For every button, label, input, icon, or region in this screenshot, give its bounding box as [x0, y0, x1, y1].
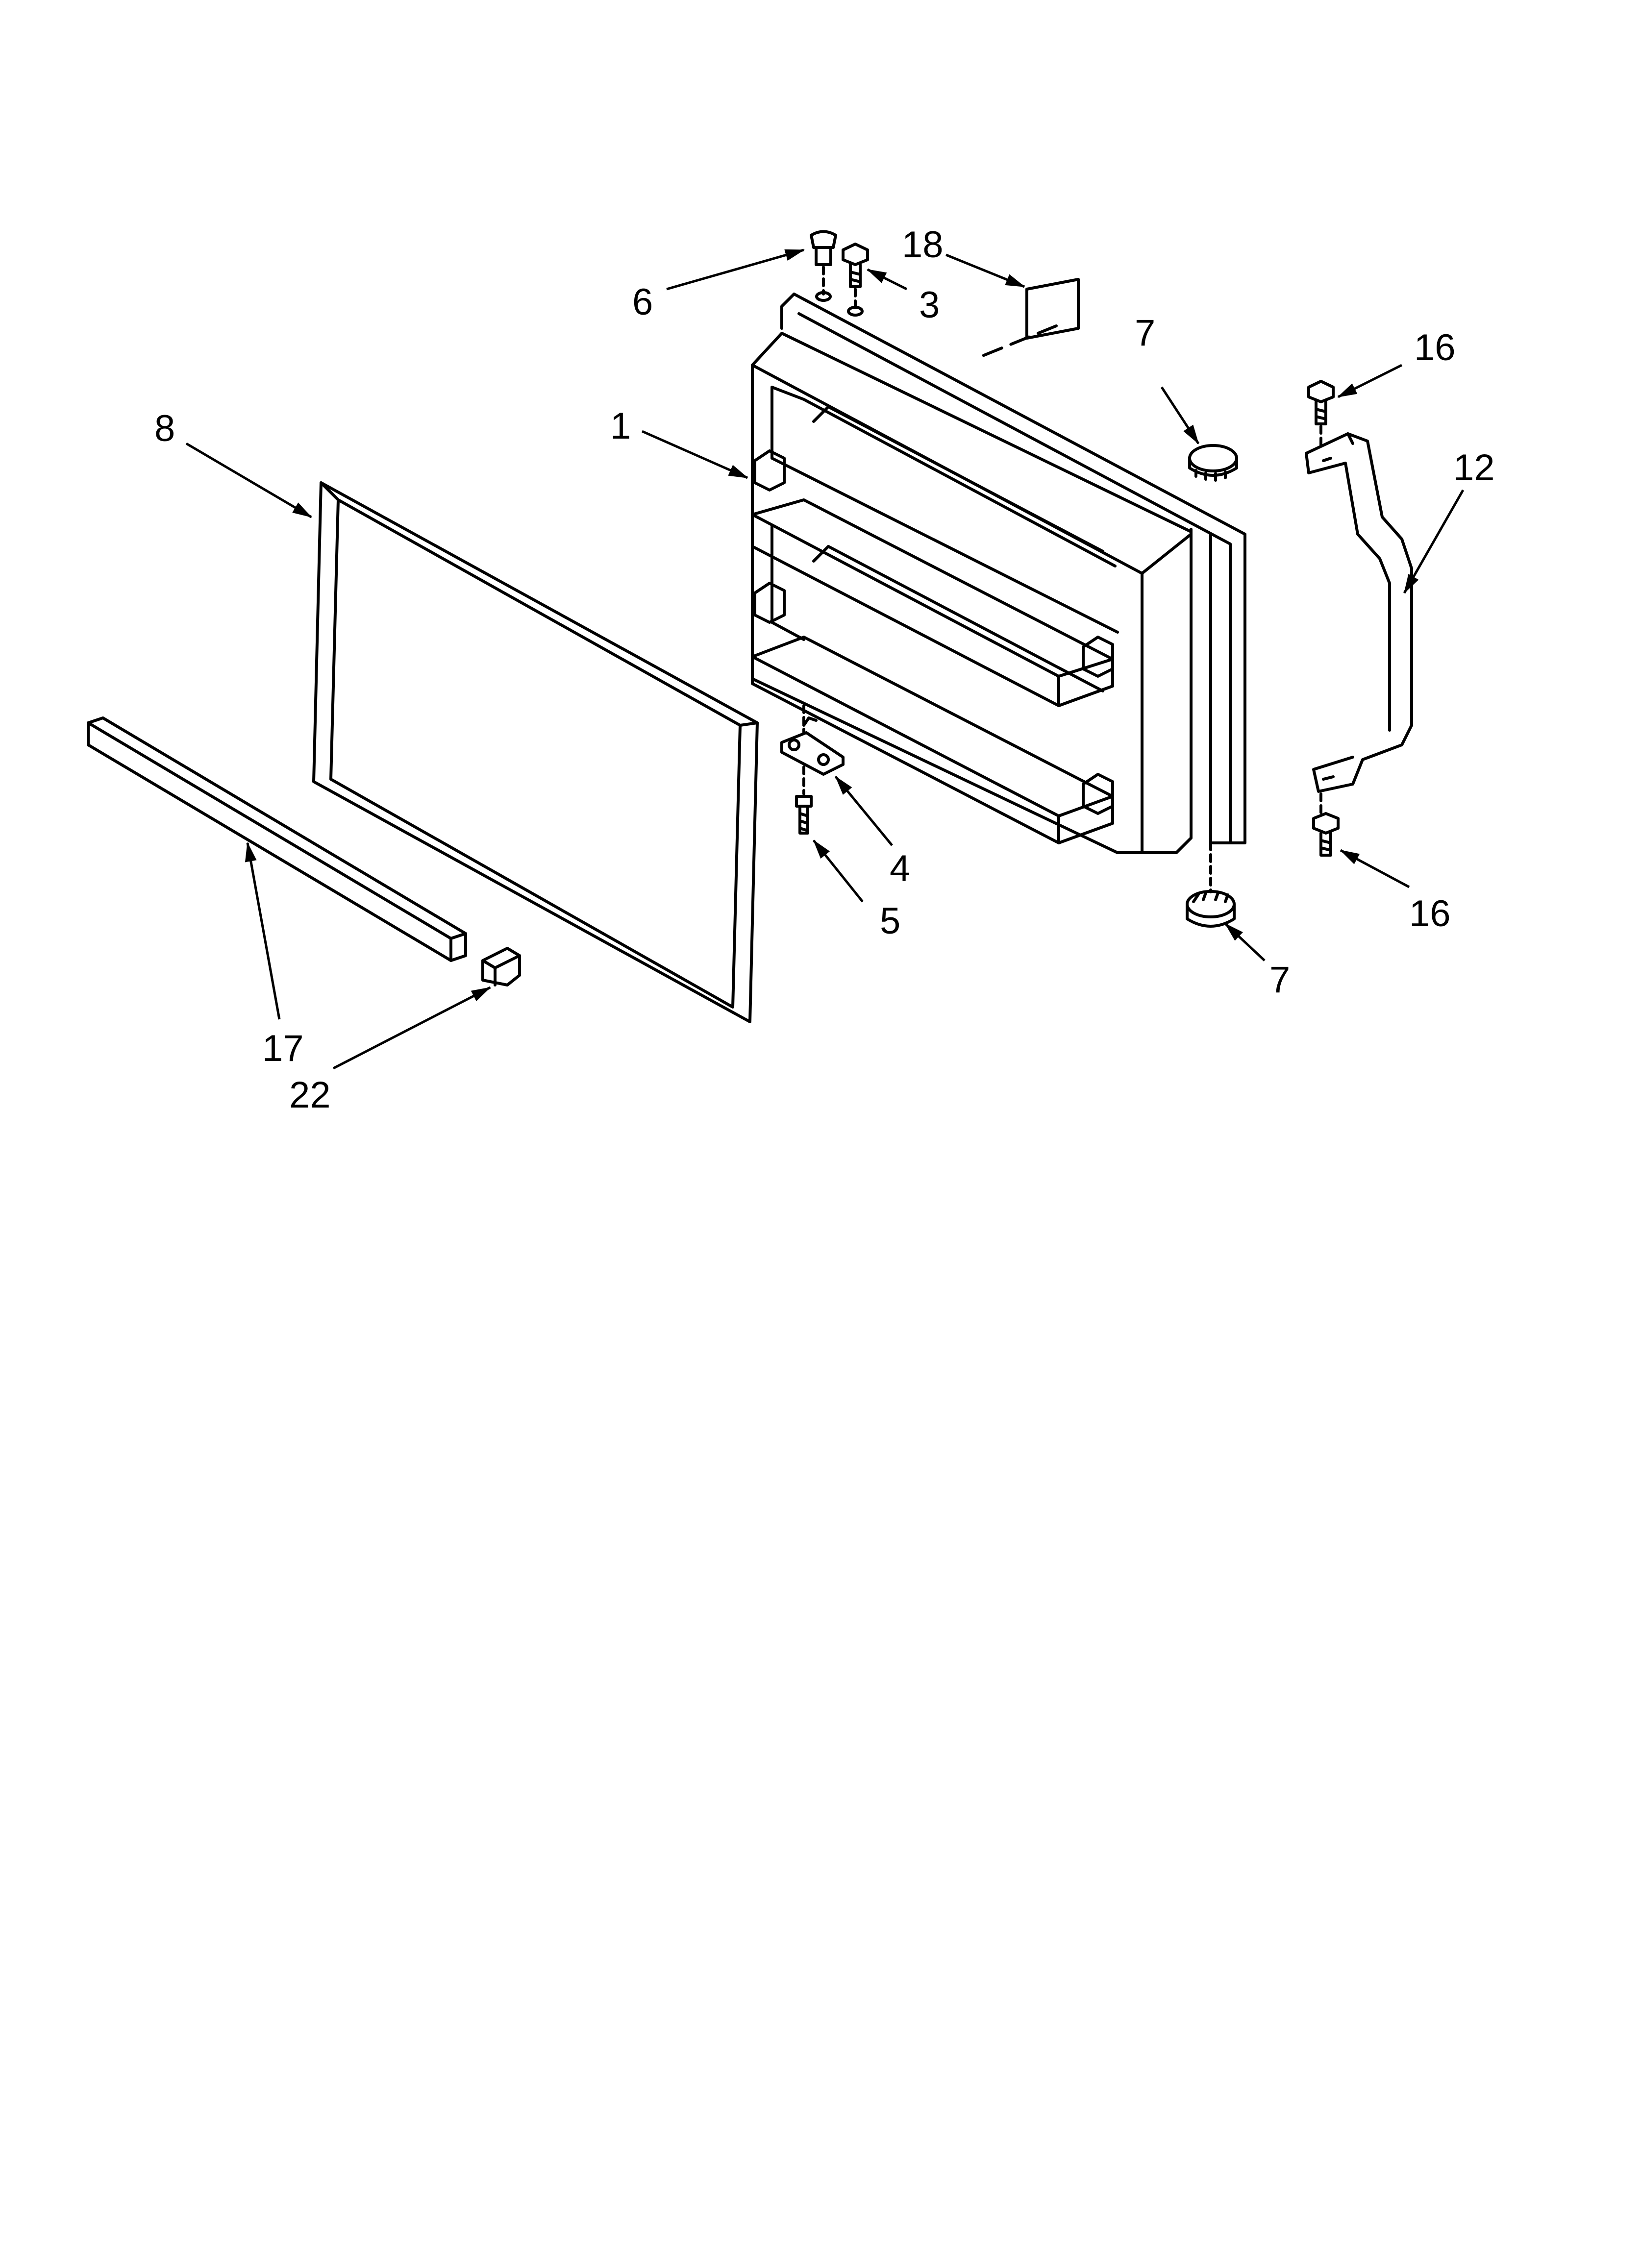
screw-3-part [842, 243, 869, 317]
leader-8 [185, 442, 312, 518]
leader-17 [245, 842, 281, 1020]
leader-16-top [1337, 364, 1403, 398]
leader-16-bottom [1340, 849, 1410, 888]
callout-7-top: 7 [1135, 312, 1155, 354]
plug-bottom-part [1186, 841, 1236, 928]
callout-5: 5 [880, 900, 900, 942]
leader-lines [185, 248, 1465, 1070]
callout-7-bottom: 7 [1269, 959, 1290, 1001]
leader-5 [813, 839, 864, 903]
leader-22 [332, 986, 491, 1070]
pin-6-part [810, 230, 837, 302]
callout-12: 12 [1453, 447, 1495, 489]
callout-labels: 6 3 18 7 16 8 1 12 4 5 16 7 17 22 [154, 224, 1495, 1116]
callout-17: 17 [262, 1028, 304, 1069]
screw-5-part [795, 765, 813, 835]
callout-8: 8 [154, 408, 175, 449]
callout-18: 18 [902, 224, 944, 266]
end-cap-part [481, 947, 521, 986]
leader-12 [1403, 489, 1465, 594]
callout-16-bottom: 16 [1409, 893, 1451, 935]
leader-18 [945, 253, 1025, 288]
callout-22: 22 [289, 1074, 331, 1116]
door-gasket-part [312, 481, 759, 1023]
callout-4: 4 [890, 848, 910, 889]
screw-16-bottom-part [1312, 792, 1340, 857]
leader-6 [666, 248, 805, 291]
screw-16-top-part [1307, 380, 1335, 447]
callout-1: 1 [610, 405, 631, 447]
leader-1 [641, 430, 748, 479]
leader-4 [835, 776, 893, 846]
leader-7-top [1160, 386, 1200, 444]
callout-3: 3 [919, 284, 940, 326]
plug-top-part [1188, 444, 1238, 482]
callout-16-top: 16 [1414, 327, 1456, 369]
callout-6: 6 [632, 281, 653, 323]
door-handle-part [1305, 432, 1413, 793]
door-liner-part [751, 293, 1246, 854]
leader-3 [867, 268, 908, 291]
trim-strip-part [87, 716, 467, 962]
hinge-bracket-part [780, 704, 845, 776]
leader-7-bottom [1224, 923, 1266, 961]
label-18-part [976, 278, 1080, 359]
